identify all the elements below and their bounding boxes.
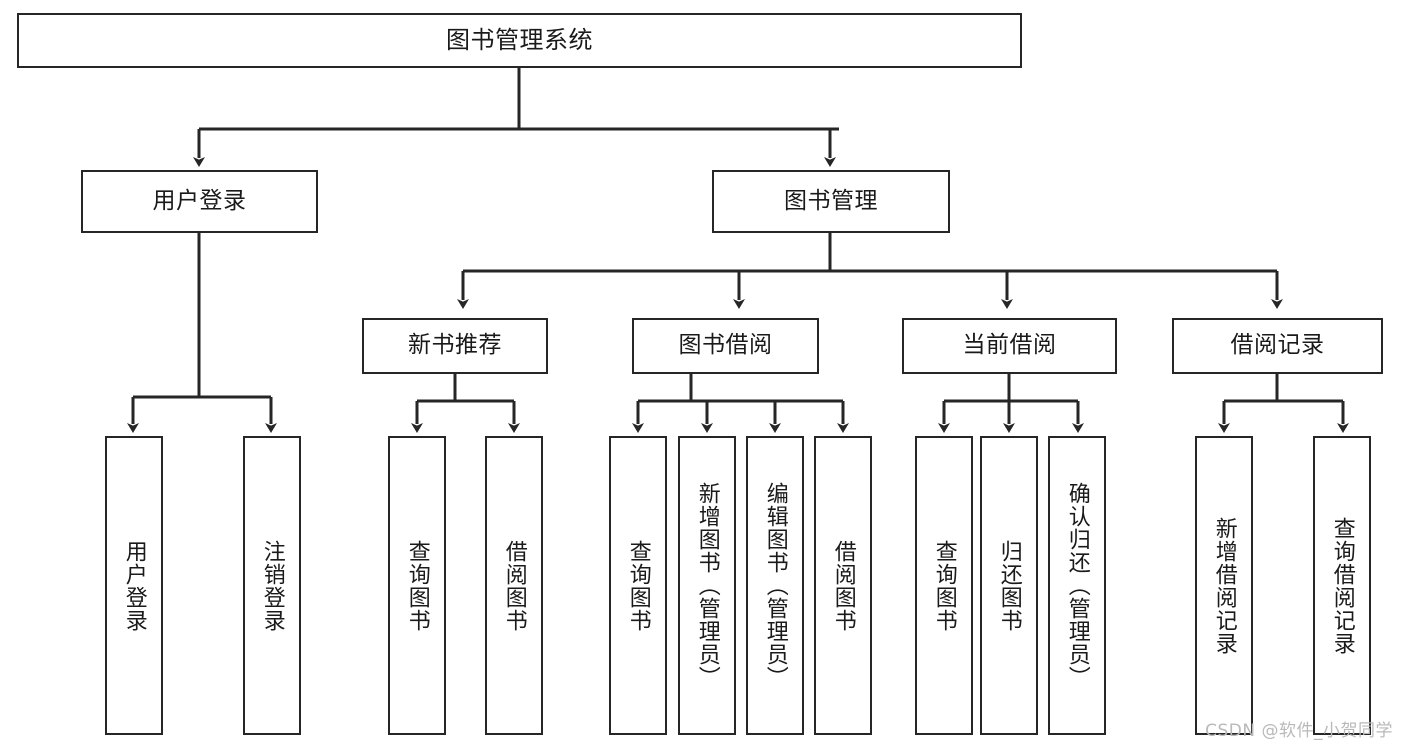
- leaf-add-borrow-record[interactable]: 新增借阅记录: [1195, 436, 1253, 735]
- node-new-book-recommend[interactable]: 新书推荐: [362, 318, 548, 374]
- node-label: 归还图书: [996, 539, 1022, 632]
- node-label: 查询借阅记录: [1329, 516, 1355, 655]
- node-book-management[interactable]: 图书管理: [712, 170, 950, 233]
- leaf-borrow-book-recommend[interactable]: 借阅图书: [485, 436, 543, 735]
- node-current-borrow[interactable]: 当前借阅: [902, 318, 1117, 374]
- node-label: 当前借阅: [962, 332, 1057, 359]
- leaf-confirm-return-admin[interactable]: 确认归还（管理员）: [1048, 436, 1106, 735]
- csdn-watermark: CSDN @软件_小贺同学: [1205, 721, 1393, 741]
- node-root-system[interactable]: 图书管理系统: [17, 13, 1022, 68]
- leaf-add-book-admin[interactable]: 新增图书（管理员）: [678, 436, 736, 735]
- leaf-edit-book-admin[interactable]: 编辑图书（管理员）: [746, 436, 804, 735]
- node-label: 确认归还（管理员）: [1064, 482, 1090, 689]
- node-label: 新书推荐: [408, 332, 502, 359]
- leaf-query-book-borrow[interactable]: 查询图书: [609, 436, 667, 735]
- leaf-logout[interactable]: 注销登录: [243, 436, 301, 735]
- node-label: 借阅图书: [501, 539, 527, 632]
- leaf-query-book-recommend[interactable]: 查询图书: [388, 436, 446, 735]
- node-label: 图书借阅: [678, 332, 773, 359]
- leaf-return-book[interactable]: 归还图书: [980, 436, 1038, 735]
- node-label: 新增借阅记录: [1211, 516, 1237, 655]
- leaf-borrow-book[interactable]: 借阅图书: [814, 436, 872, 735]
- node-user-login[interactable]: 用户登录: [81, 170, 318, 233]
- node-label: 借阅图书: [830, 539, 856, 632]
- node-label: 用户登录: [121, 539, 147, 632]
- leaf-user-login[interactable]: 用户登录: [105, 436, 163, 735]
- node-label: 借阅记录: [1230, 332, 1325, 359]
- node-label: 注销登录: [259, 539, 285, 632]
- node-label: 查询图书: [625, 539, 651, 632]
- leaf-query-borrow-record[interactable]: 查询借阅记录: [1313, 436, 1371, 735]
- node-label: 图书管理系统: [446, 26, 593, 55]
- node-label: 编辑图书（管理员）: [762, 482, 788, 689]
- node-label: 用户登录: [152, 187, 247, 214]
- node-label: 查询图书: [404, 539, 430, 632]
- node-borrow-record[interactable]: 借阅记录: [1172, 318, 1383, 374]
- node-label: 查询图书: [931, 539, 957, 632]
- node-book-borrow[interactable]: 图书借阅: [632, 318, 819, 374]
- node-label: 图书管理: [784, 187, 878, 214]
- leaf-query-book-current[interactable]: 查询图书: [915, 436, 973, 735]
- node-label: 新增图书（管理员）: [694, 482, 720, 689]
